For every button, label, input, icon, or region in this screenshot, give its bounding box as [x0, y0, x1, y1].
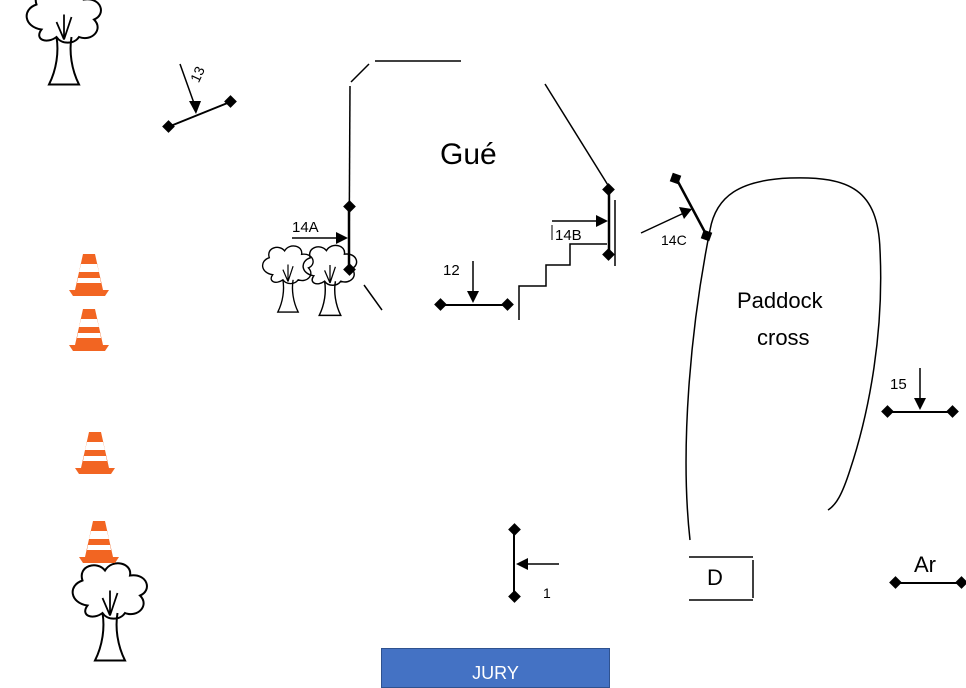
obstacle-1-label: 1	[543, 585, 551, 601]
obstacle-14a-label: 14A	[292, 219, 319, 236]
obstacle-15-label: 15	[890, 376, 907, 393]
start-box	[689, 556, 754, 601]
traffic-cone-icon	[79, 521, 119, 563]
jury-label: JURY	[472, 663, 519, 683]
traffic-cone-icon	[69, 254, 109, 296]
obstacle-15: 15	[881, 368, 959, 418]
obstacle-14a: 14A	[292, 200, 356, 276]
obstacle-14c-label: 14C	[661, 232, 687, 248]
steps	[518, 243, 607, 320]
finish-line: Ar	[889, 552, 966, 589]
obstacle-12-label: 12	[443, 262, 460, 279]
traffic-cone-icon	[75, 432, 115, 474]
obstacle-12: 12	[434, 261, 514, 311]
obstacle-14b-label: 14B	[555, 227, 582, 244]
start-label: D	[707, 565, 723, 590]
obstacle-13-label: 13	[187, 64, 208, 85]
ford-label: Gué	[440, 138, 497, 171]
traffic-cone-icon	[69, 309, 109, 351]
obstacle-14b: 14B	[551, 183, 615, 261]
tree-icon	[71, 562, 148, 662]
paddock-label-line2: cross	[757, 325, 810, 350]
jury-box: JURY	[381, 648, 610, 688]
tree-icon	[261, 245, 314, 313]
obstacle-1: 1	[508, 523, 559, 603]
obstacle-14c: 14C	[640, 172, 713, 248]
tree-icon	[25, 0, 102, 86]
paddock-cross-area	[685, 177, 882, 541]
paddock-label-line1: Paddock	[737, 288, 824, 313]
finish-label: Ar	[914, 552, 936, 577]
ford-enclosure	[348, 60, 616, 311]
obstacle-13: 13	[162, 64, 237, 133]
